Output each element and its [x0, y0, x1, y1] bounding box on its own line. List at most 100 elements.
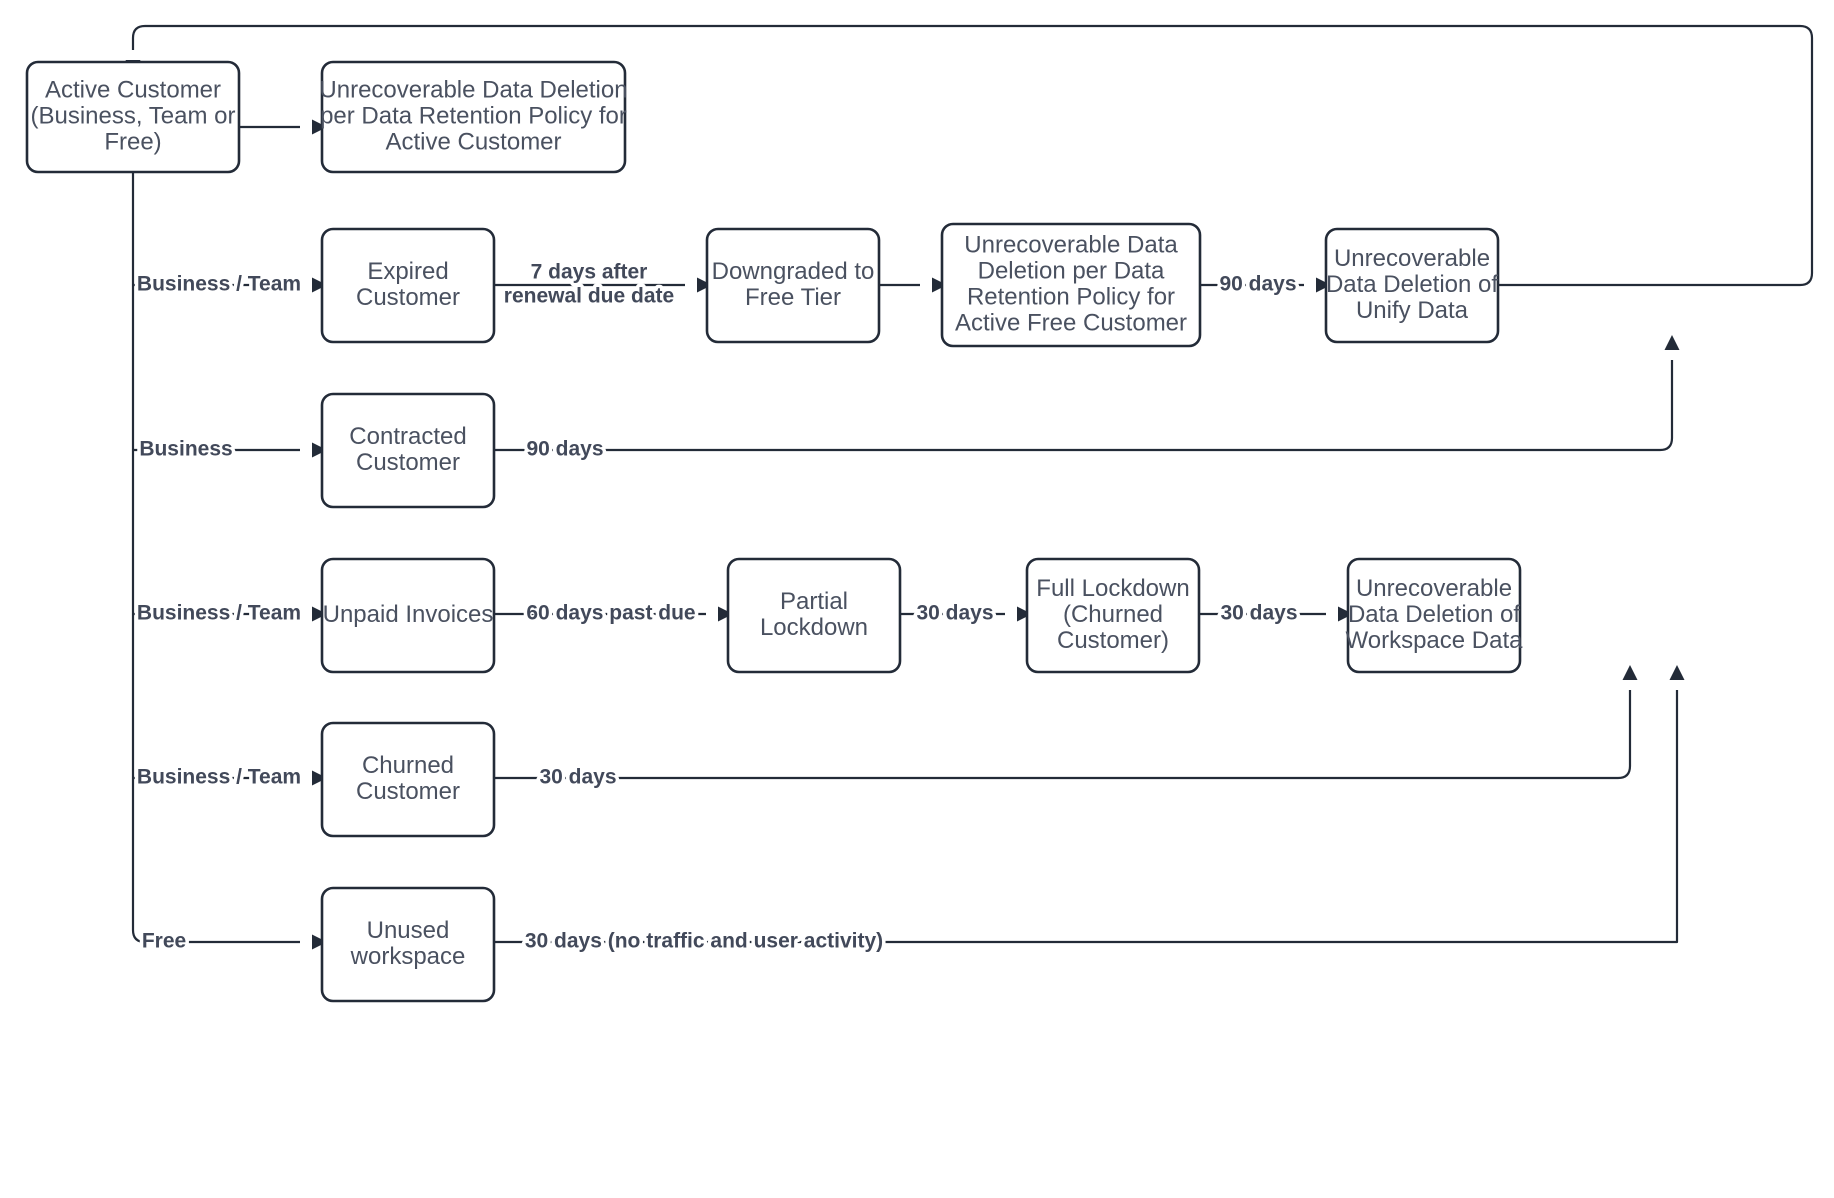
branch-free-unused: Free	[142, 930, 186, 953]
edge-label-halo-label-30-days-full: 30 days	[1220, 602, 1297, 625]
edge-label-halo-label-30-days-churned: 30 days	[539, 766, 616, 789]
node-label-unused-workspace: Unused	[367, 917, 450, 944]
edge-unused-to-workspace	[494, 690, 1679, 944]
node-label-deletion-unify-data: Data Deletion of	[1326, 271, 1498, 298]
arrow-into-contracted	[312, 442, 327, 458]
label-90-days-contracted: 90 days	[526, 438, 603, 461]
edge-label-halo-label-7-days-line1: 7 days after	[531, 261, 648, 284]
label-90-days-unify: 90 days	[1219, 273, 1296, 296]
node-label-partial-lockdown: Lockdown	[760, 614, 868, 641]
node-box-active-customer	[25, 60, 241, 174]
arrow-into-full	[1017, 606, 1032, 622]
arrow-into-unused	[312, 934, 327, 950]
label-30-days-full: 30 days	[1220, 602, 1297, 625]
arrow-into-unpaid	[312, 606, 327, 622]
node-label-active-customer: Active Customer	[45, 76, 221, 103]
node-label-deletion-workspace-data: Workspace Data	[1346, 627, 1524, 654]
node-box-deletion-workspace-data	[1346, 557, 1522, 674]
node-label-deletion-active-free-customer: Active Free Customer	[955, 309, 1187, 336]
edge-churned-to-workspace	[494, 690, 1632, 780]
node-label-active-customer: (Business, Team or	[31, 102, 236, 129]
node-label-full-lockdown-churned: Customer)	[1057, 627, 1169, 654]
node-label-expired-customer: Customer	[356, 284, 460, 311]
edge-label-halo-label-90-days-unify: 90 days	[1219, 273, 1296, 296]
node-box-full-lockdown-churned	[1025, 557, 1201, 674]
edge-label-halo-branch-business-team-unpaid: Business / Team	[137, 602, 301, 625]
node-label-active-customer: Free)	[104, 128, 161, 155]
node-label-deletion-unify-data: Unrecoverable	[1334, 245, 1490, 272]
arrow-into-churned	[312, 770, 327, 786]
label-7-days-line2: renewal due date	[504, 285, 674, 308]
label-30-days-churned: 30 days	[539, 766, 616, 789]
label-7-days-line1: 7 days after	[531, 261, 648, 284]
edges-layer	[131, 24, 1814, 944]
node-label-deletion-active-free-customer: Deletion per Data	[978, 257, 1165, 284]
branch-business-team-unpaid: Business / Team	[137, 602, 301, 625]
branch-business-contracted: Business	[139, 438, 232, 461]
branch-business-team-expired: Business / Team	[137, 273, 301, 296]
node-box-unpaid-invoices	[320, 557, 496, 674]
node-box-unused-workspace	[320, 886, 496, 1003]
edge-label-halo-branch-free-unused: Free	[142, 930, 186, 953]
node-label-contracted-customer: Customer	[356, 449, 460, 476]
arrow-into-workspace-right	[1338, 606, 1353, 622]
node-box-deletion-unify-data	[1324, 227, 1500, 344]
node-box-contracted-customer	[320, 392, 496, 509]
node-label-deletion-active-free-customer: Unrecoverable Data	[964, 231, 1178, 258]
node-label-churned-customer: Customer	[356, 778, 460, 805]
arrow-into-workspace-bottom-b	[1669, 665, 1685, 680]
edge-label-halo-branch-business-contracted: Business	[139, 438, 232, 461]
node-box-partial-lockdown	[726, 557, 902, 674]
edge-label-halo-label-90-days-contracted: 90 days	[526, 438, 603, 461]
arrow-into-partial	[718, 606, 733, 622]
arrow-into-deletion-active	[312, 119, 327, 135]
node-label-partial-lockdown: Partial	[780, 588, 848, 615]
edge-label-halo-label-30-days-partial: 30 days	[916, 602, 993, 625]
node-label-downgraded-free-tier: Free Tier	[745, 284, 841, 311]
arrow-into-expired	[312, 277, 327, 293]
node-label-full-lockdown-churned: Full Lockdown	[1036, 575, 1189, 602]
edge-label-halo-branch-business-team-expired: Business / Team	[137, 273, 301, 296]
edge-contracted-to-unify	[494, 360, 1674, 452]
node-label-deletion-active-customer: Unrecoverable Data Deletion	[319, 76, 627, 103]
arrow-into-free-deletion	[932, 277, 947, 293]
label-30-days-partial: 30 days	[916, 602, 993, 625]
edge-label-halo-label-7-days-line2: renewal due date	[504, 285, 674, 308]
edge-spine-down	[131, 172, 300, 944]
edge-label-halo-label-60-days-past-due: 60 days past due	[526, 602, 695, 625]
arrow-into-workspace-bottom-a	[1622, 665, 1638, 680]
label-30-days-unused: 30 days (no traffic and user activity)	[525, 930, 883, 953]
node-label-contracted-customer: Contracted	[349, 423, 466, 450]
arrow-into-unify	[1316, 277, 1331, 293]
node-label-unused-workspace: workspace	[350, 943, 466, 970]
node-unpaid-invoices[interactable]: Unpaid Invoices	[320, 557, 496, 674]
node-box-downgraded-free-tier	[705, 227, 881, 344]
node-label-full-lockdown-churned: (Churned	[1063, 601, 1163, 628]
node-label-unpaid-invoices: Unpaid Invoices	[323, 601, 494, 628]
node-label-deletion-workspace-data: Unrecoverable	[1356, 575, 1512, 602]
edge-label-halo-label-30-days-unused: 30 days (no traffic and user activity)	[525, 930, 883, 953]
node-label-churned-customer: Churned	[362, 752, 454, 779]
node-box-expired-customer	[320, 227, 496, 344]
arrow-into-downgraded	[697, 277, 712, 293]
node-label-downgraded-free-tier: Downgraded to	[712, 258, 875, 285]
label-60-days-past-due: 60 days past due	[526, 602, 695, 625]
node-label-deletion-workspace-data: Data Deletion of	[1348, 601, 1520, 628]
node-box-deletion-active-free-customer	[940, 222, 1202, 348]
